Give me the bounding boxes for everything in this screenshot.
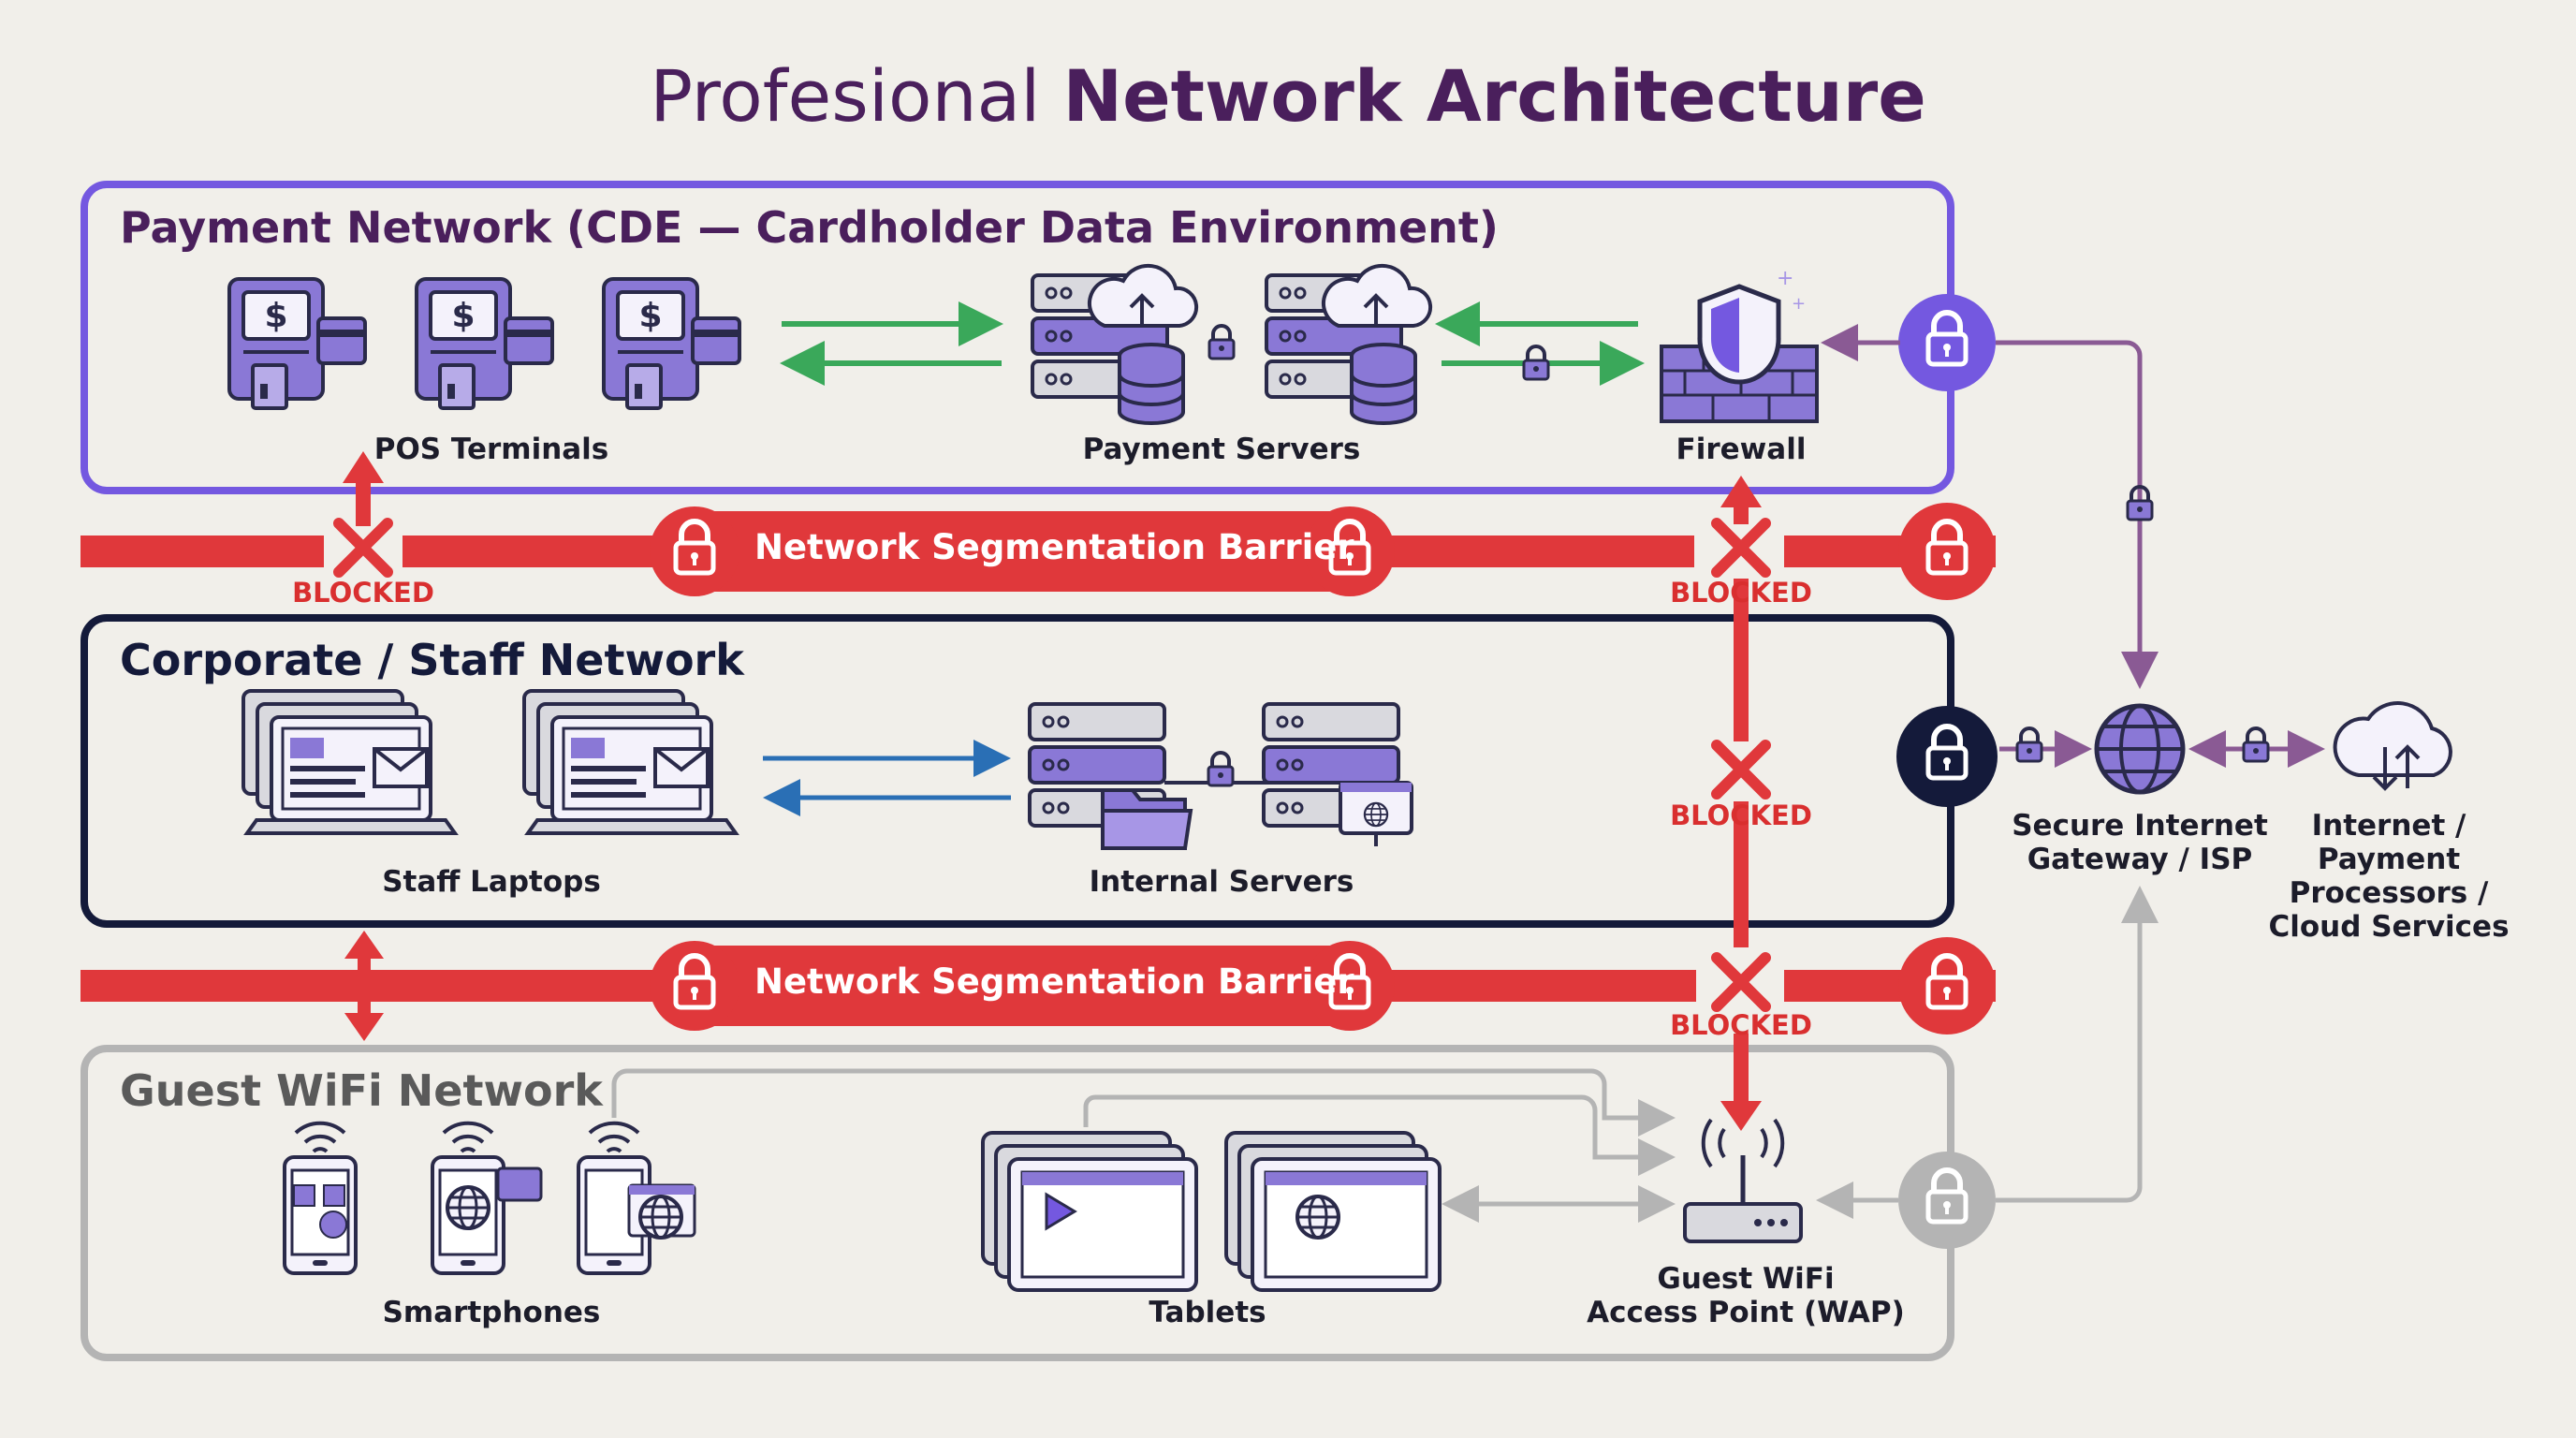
- firewall-shield-icon: + +: [1660, 267, 1819, 423]
- firewall-label: Firewall: [1676, 433, 1807, 466]
- laptop-icon: [242, 689, 457, 835]
- internal-server-2: [1262, 702, 1413, 846]
- internet-label-line2: Payment: [2317, 843, 2461, 876]
- svg-text:+: +: [1792, 294, 1806, 314]
- internal-server-1: [1028, 702, 1193, 850]
- page-title: Profesional Network Architecture: [0, 54, 2576, 138]
- database-icon: [1350, 343, 1417, 425]
- staff-laptops-label: Staff Laptops: [382, 865, 601, 899]
- gateway-globe-icon: [2094, 703, 2186, 795]
- wifi-icon: [588, 1121, 640, 1153]
- wap-label-line2: Access Point (WAP): [1587, 1296, 1905, 1329]
- wap-label-line1: Guest WiFi: [1657, 1262, 1835, 1296]
- corporate-zone-title: Corporate / Staff Network: [120, 635, 744, 685]
- guest-zone-title: Guest WiFi Network: [120, 1065, 603, 1116]
- blocked-label: BLOCKED: [1670, 1009, 1812, 1041]
- blocked-label: BLOCKED: [1670, 800, 1812, 831]
- pos-terminal-icon: [415, 277, 554, 410]
- barrier-label-2: Network Segmentation Barrier: [754, 961, 1354, 1002]
- pos-terminal-icon: [602, 277, 741, 410]
- internet-label-line4: Cloud Services: [2268, 910, 2510, 944]
- payment-server-2: [1265, 263, 1433, 425]
- payment-lock-node: [1898, 294, 1996, 391]
- globe-icon: [446, 1185, 490, 1230]
- title-prefix: Profesional: [650, 54, 1041, 138]
- internet-label-line1: Internet /: [2311, 809, 2466, 843]
- lock-icon: [1208, 324, 1236, 360]
- smartphones-label: Smartphones: [382, 1296, 601, 1329]
- corp-guest-arrow: [344, 931, 384, 1041]
- gateway-label-line1: Secure Internet: [2012, 809, 2268, 843]
- globe-icon: [1295, 1195, 1340, 1240]
- lock-icon: [1207, 751, 1235, 787]
- tablets-label: Tablets: [1149, 1296, 1266, 1329]
- wifi-router-icon: [1683, 1118, 1803, 1243]
- svg-text:+: +: [1777, 267, 1793, 290]
- gateway-label-line2: Gateway / ISP: [2027, 843, 2253, 876]
- internet-label: Internet / Payment Processors / Cloud Se…: [2265, 809, 2512, 944]
- barrier-label-1: Network Segmentation Barrier: [754, 527, 1354, 567]
- smartphone-2: [431, 1121, 543, 1275]
- corporate-lock-node: [1896, 706, 1998, 807]
- internet-cloud-icon: [2333, 701, 2452, 791]
- wifi-icon: [442, 1121, 494, 1153]
- wifi-icon: [294, 1121, 346, 1153]
- wap-label: Guest WiFi Access Point (WAP): [1582, 1262, 1910, 1329]
- blocked-arrow-pos: [339, 451, 388, 572]
- segmentation-barrier-1: [80, 503, 1996, 600]
- database-icon: [1118, 343, 1185, 425]
- pos-terminal-icon: [227, 277, 367, 410]
- pos-terminals-label: POS Terminals: [373, 433, 609, 466]
- globe-icon: [638, 1195, 683, 1240]
- folder-icon: [1101, 788, 1193, 850]
- lock-icon: [2015, 726, 2043, 763]
- payment-zone-title: Payment Network (CDE — Cardholder Data E…: [120, 202, 1499, 253]
- internal-servers-label: Internal Servers: [1089, 865, 1354, 899]
- title-bold: Network Architecture: [1062, 54, 1926, 138]
- smartphone-3: [577, 1121, 696, 1275]
- blocked-label: BLOCKED: [1670, 577, 1812, 609]
- gateway-label: Secure Internet Gateway / ISP: [1999, 809, 2280, 876]
- payment-servers-label: Payment Servers: [1082, 433, 1361, 466]
- payment-server-1: [1031, 263, 1199, 425]
- blocked-arrow-firewall: [1717, 476, 1765, 1131]
- globe-icon: [1363, 801, 1389, 828]
- internet-label-line3: Processors /: [2289, 876, 2489, 910]
- blocked-label: BLOCKED: [292, 577, 434, 609]
- segmentation-barrier-2: [80, 937, 1996, 1034]
- smartphone-icon: [283, 1155, 358, 1275]
- laptop-icon: [522, 689, 738, 835]
- lock-icon: [1522, 345, 1550, 381]
- lock-icon: [2242, 726, 2270, 763]
- smartphone-1: [283, 1121, 358, 1275]
- guest-lock-node: [1898, 1152, 1996, 1249]
- tablet-icon: [981, 1131, 1198, 1292]
